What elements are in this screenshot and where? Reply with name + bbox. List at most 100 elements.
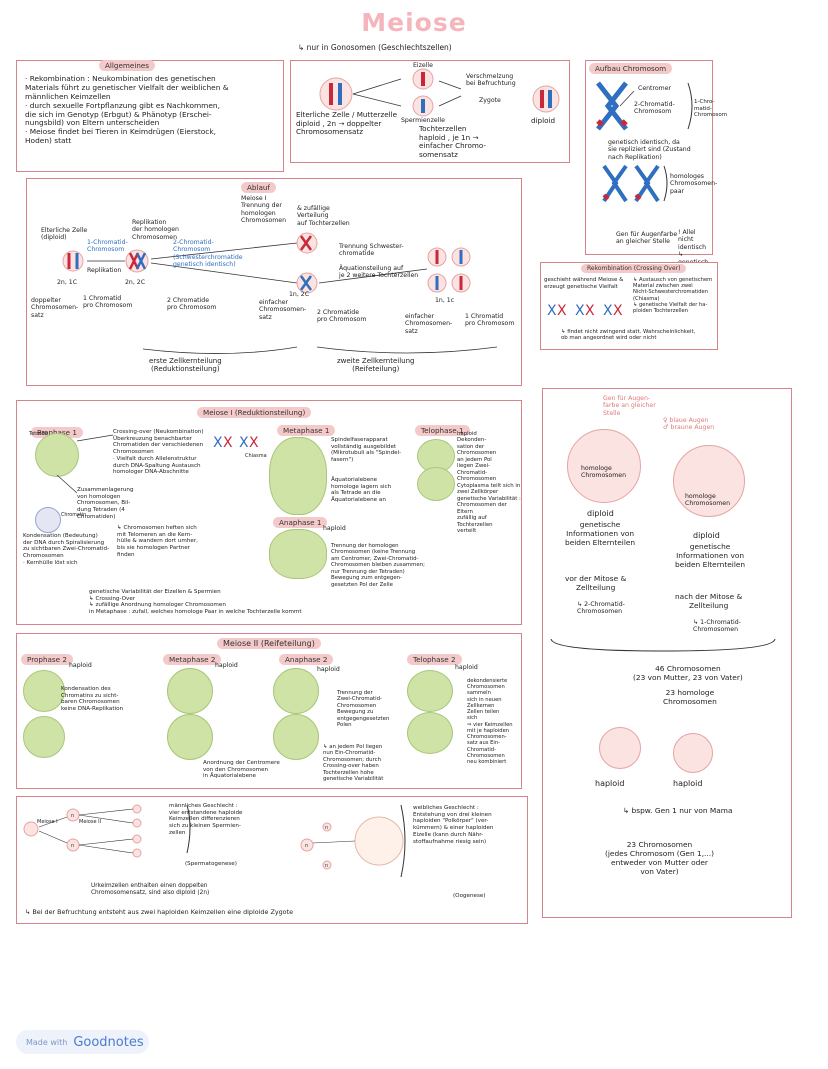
svg-text:X: X — [249, 435, 259, 451]
metaphase2-cell-top — [167, 668, 213, 714]
telophase2-haploid: haploid — [455, 664, 478, 671]
homologe-cell-2 — [673, 445, 745, 517]
crossing-over-diagram: X X X X X X — [547, 303, 623, 319]
pro2b-label: 2 Chromatide pro Chromosom — [317, 309, 367, 324]
trennung-label: Trennung Schwester- chromatide — [339, 243, 404, 258]
telophase2-label: Telophase 2 — [407, 654, 462, 665]
svg-text:X: X — [603, 303, 613, 319]
metaphase2-label: Metaphase 2 — [163, 654, 222, 665]
page-subtitle: ↳ nur in Gonosomen (Geschlechtszellen) — [298, 43, 452, 52]
chromosom-diagram — [596, 81, 693, 203]
haploid-cell-2 — [673, 733, 713, 773]
haploid1-label: haploid — [595, 779, 625, 788]
metaphase2-text: Anordnung der Centromere von den Chromos… — [203, 760, 280, 780]
info2-text: genetische Informationen von beiden Elte… — [675, 542, 746, 569]
allgemeines-box: Allgemeines · Rekombination : Neukombina… — [16, 60, 284, 172]
allel-note: ! Allel nicht identisch ↳ genetisch — [678, 229, 708, 266]
meiose2-heading: Meiose II (Reifeteilung) — [217, 638, 321, 649]
rekombination-heading: Rekombination (Crossing Over) — [581, 264, 687, 273]
pro1b-label: 1 Chromatid pro Chromosom — [465, 313, 515, 328]
metaphase2-cell-bottom — [167, 714, 213, 760]
svg-text:X: X — [575, 303, 585, 319]
tetrade-label: Tetrade — [29, 431, 48, 437]
meiose1-heading: Meiose I (Reduktionsteilung) — [197, 407, 312, 418]
spermium-label: Spermienzelle — [401, 117, 445, 124]
crossing-text: Crossing-over (Neukombination) Überkreuz… — [113, 429, 204, 476]
centromer-label: Centromer — [638, 85, 672, 92]
vor-text: vor der Mitose & Zellteilung — [565, 574, 627, 592]
zygote-label: Zygote — [479, 97, 501, 104]
badge-small-text: Made with — [26, 1037, 68, 1047]
einfacher-label: einfacher Chromosomen- satz — [259, 299, 307, 321]
panel-brace — [550, 638, 776, 652]
weiblich-text: weibliches Geschlecht : Entstehung von d… — [413, 805, 494, 845]
homologe-cell-1 — [567, 429, 641, 503]
haploid-cell-1 — [599, 727, 641, 769]
anaphase2-text: Trennung der Zwei-Chromatid- Chromosomen… — [337, 690, 390, 729]
chromatin-cell — [35, 507, 61, 533]
prophase2-haploid: haploid — [69, 662, 92, 669]
nach-sub: ↳ 1-Chromatid- Chromosomen — [693, 619, 741, 634]
befruchtung-box: Eizelle Spermienzelle Verschmelzung bei … — [290, 60, 570, 163]
spindel-text: Spindelfaserapparat vollständig ausgebil… — [331, 437, 402, 464]
telophase2-cell-bottom — [407, 712, 453, 754]
urkeim-text: Urkeimzellen enthalten einen doppelten C… — [91, 883, 210, 896]
anaphase1-label: Anaphase 1 — [273, 517, 328, 528]
aequatorial-text: Äquatorialebene homologe lagern sich als… — [331, 477, 392, 504]
prophase2-label: Prophase 2 — [21, 654, 73, 665]
anaphase1-cell — [269, 529, 327, 579]
eizelle-label: Eizelle — [413, 62, 433, 69]
metaphase1-cell — [269, 437, 327, 515]
aufbau-heading: Aufbau Chromosom — [589, 63, 673, 74]
gamete-n-label: n — [71, 813, 74, 819]
verschmelzung-label: Verschmelzung bei Befruchtung — [466, 73, 516, 88]
chromosomen-heften-text: ↳ Chromosomen heften sich mit Telomeren … — [117, 525, 198, 558]
page-title: Meiose — [361, 8, 467, 37]
homologes-paar-label: homologes Chromosomen- paar — [670, 173, 718, 195]
anaphase2-text2: ↳ an jedem Pol liegen nun Ein-Chromatid-… — [323, 744, 384, 783]
telophase1-text: haploid Dekonden- sation der Chromosomen… — [457, 431, 521, 535]
vor-sub: ↳ 2-Chromatid- Chromosomen — [577, 601, 625, 616]
anaphase2-cell-bottom — [273, 714, 319, 760]
anaphase2-cell-top — [273, 668, 319, 714]
einfacher2-label: einfacher Chromosomen- satz — [405, 313, 453, 335]
meiose2-box: Meiose II (Reifeteilung) Prophase 2 hapl… — [16, 633, 522, 789]
allgemeines-text: · Rekombination : Neukombination des gen… — [25, 74, 229, 146]
n2c2-label: 2n, 2C — [125, 279, 146, 286]
ein-chromatid-label: 1-Chromatid- Chromosom — [87, 239, 128, 254]
n1c2-label: 1n, 2C — [289, 291, 310, 298]
chiasma-label: Chiasma — [245, 453, 267, 459]
tochter-text: Tochterzellen haploid , je 1n → einfache… — [419, 124, 486, 159]
elterliche-zelle-label: Elterliche Zelle (diploid) — [41, 227, 88, 242]
svg-text:X: X — [213, 435, 223, 451]
anaphase2-label: Anaphase 2 — [279, 654, 334, 665]
prophase1-label: Prophase 1 — [31, 427, 83, 438]
metaphase2-haploid: haploid — [215, 662, 238, 669]
augen-note: ♀ blaue Augen ♂ braune Augen — [663, 417, 715, 432]
oogenese-label: (Oogenese) — [453, 893, 486, 899]
pro1-label: 1 Chromatid pro Chromosom — [83, 295, 133, 310]
goodnotes-badge[interactable]: Made with Goodnotes — [16, 1030, 149, 1054]
maennlich-text: männliches Geschlecht : vier entstandene… — [169, 803, 243, 836]
identisch-text: genetisch identisch, da sie repliziert s… — [608, 139, 691, 161]
anaphase2-haploid: haploid — [317, 666, 340, 673]
zweite-teilung: zweite Zellkernteilung (Reifeteilung) — [337, 357, 415, 374]
meiose1-box: Meiose I (Reduktionsteilung) Prophase 1 … — [16, 400, 522, 625]
diploid2-label: diploid — [693, 531, 720, 540]
allgemeines-heading: Allgemeines — [99, 60, 156, 71]
aufbau-box: Aufbau Chromosom Centromer 2-Chromatid- … — [585, 60, 727, 266]
pro2-label: 2 Chromatide pro Chromosom — [167, 297, 217, 312]
prophase2-cell-top — [23, 670, 65, 712]
zusammen-text: Zusammenlagerung von homologen Chromosom… — [77, 487, 134, 520]
zwei-chromatid-label: 2-Chromatid- Chromosom — [634, 101, 675, 116]
gamete-n-label: n — [305, 843, 308, 849]
zwei-chromatid-label: 2-Chromatid- Chromosom (Schwesterchromat… — [173, 239, 243, 269]
telophase1-label: Telophase 1 — [415, 425, 470, 436]
prophase2-cell-bottom — [23, 716, 65, 758]
bspw-text: ↳ bspw. Gen 1 nur von Mama — [623, 806, 733, 815]
telophase2-cell-top — [407, 670, 453, 712]
chromosomen-panel: Gen für Augen- farbe an gleicher Stelle … — [542, 388, 792, 918]
befruchtung-diagram — [319, 68, 560, 117]
